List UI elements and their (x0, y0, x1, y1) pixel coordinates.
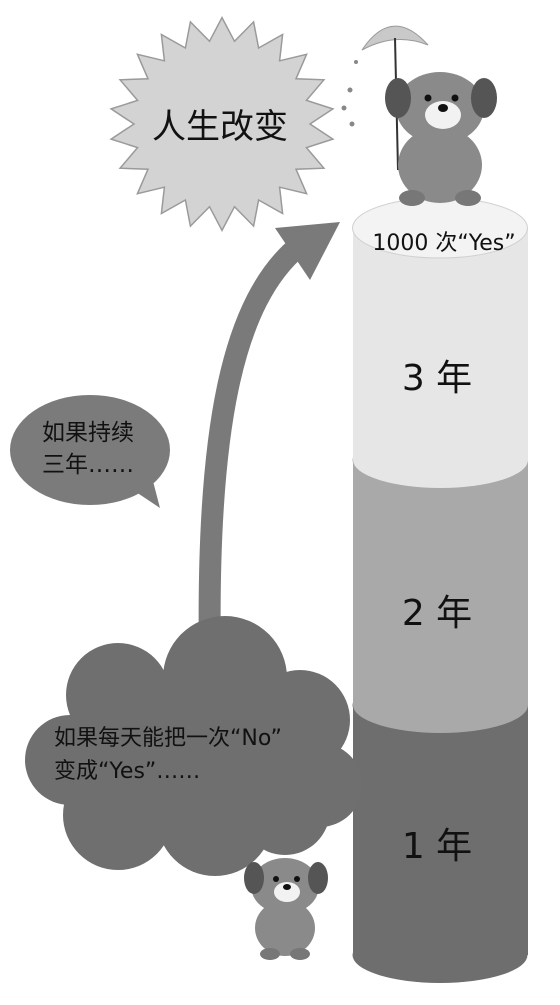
dog-paw-right (290, 948, 310, 960)
dog-eye-left (424, 94, 432, 102)
bubble-body (10, 395, 170, 505)
dog-ear-left (385, 78, 411, 118)
cylinder-chart: 1000 次“Yes” 3 年 2 年 1 年 (352, 197, 528, 983)
burst-shape (109, 15, 335, 233)
sparkle (347, 87, 353, 93)
dog-muzzle (425, 101, 461, 129)
dog-paw-left (399, 190, 425, 206)
segment-3-lower-curve (353, 460, 528, 488)
arrow-shaft (198, 236, 308, 661)
dog-eye-right (294, 876, 300, 882)
segment-3-label: 3 年 (402, 358, 472, 399)
dog-bottom-icon (244, 858, 328, 960)
growth-arrow (198, 222, 340, 661)
segment-2-years (353, 460, 528, 705)
bubble-line-1: 如果持续 (42, 420, 134, 446)
cloud-line-1: 如果每天能把一次“No” (54, 726, 282, 751)
segment-2-lower-curve (353, 705, 528, 733)
dog-body (398, 127, 482, 203)
thought-cloud: 如果每天能把一次“No” 变成“Yes”…… (25, 616, 362, 876)
dog-ear-right (308, 862, 328, 894)
dog-ear-left (244, 862, 264, 894)
dog-paw-left (260, 948, 280, 960)
dog-eye-right (451, 94, 459, 102)
segment-3-years (353, 228, 528, 460)
sparkle (354, 60, 358, 64)
cloud-core (80, 700, 330, 810)
burst-label: 人生改变 (152, 107, 288, 147)
life-change-burst: 人生改变 (109, 15, 335, 233)
dog-body (255, 900, 315, 956)
dog-paw-right (455, 190, 481, 206)
speech-bubble-three-years: 如果持续 三年…… (10, 395, 170, 508)
cylinder-bottom (352, 927, 528, 983)
arrow-head (275, 222, 340, 280)
dog-nose (438, 104, 448, 112)
sparkle (341, 105, 347, 111)
segment-1-label: 1 年 (402, 826, 472, 867)
dog-nose (283, 884, 291, 890)
dog-ear-right (471, 78, 497, 118)
dog-eye-left (273, 876, 279, 882)
sparkle (349, 121, 355, 127)
cloud-line-2: 变成“Yes”…… (54, 759, 200, 784)
dog-muzzle (274, 882, 300, 902)
segment-2-label: 2 年 (402, 593, 472, 634)
dog-top-icon (341, 25, 497, 206)
cloud-dot (223, 841, 237, 855)
top-label: 1000 次“Yes” (372, 231, 515, 256)
bubble-line-2: 三年…… (42, 452, 134, 478)
segment-1-year (353, 705, 528, 955)
